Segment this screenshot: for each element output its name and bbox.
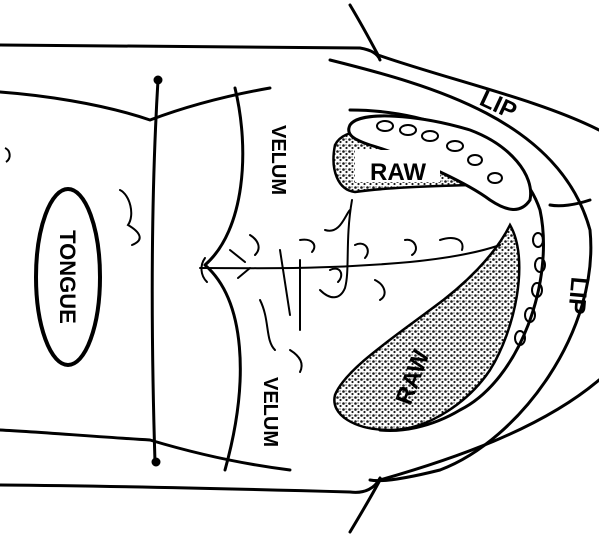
- cheek-line-upper: [0, 45, 380, 60]
- suture-bar-top-knot: [155, 77, 161, 83]
- velum-curve: [205, 88, 243, 470]
- lip-label-upper: LIP: [476, 85, 521, 125]
- stitch-mark: [533, 233, 543, 247]
- cheek-line-lower: [0, 478, 380, 492]
- suture-bar-bottom-knot: [153, 459, 159, 465]
- suture-bar: [152, 80, 158, 462]
- raw-label-upper: RAW: [370, 159, 426, 186]
- raw-region-lower: [334, 225, 519, 430]
- lip-divider: [550, 200, 590, 206]
- edge-mark: [5, 148, 10, 162]
- tongue-outline-lower: [0, 430, 290, 470]
- velum-label-lower: VELUM: [259, 377, 281, 447]
- lip-label-lower: LIP: [562, 276, 592, 316]
- tongue-label: TONGUE: [55, 230, 80, 324]
- tongue-outline-upper: [0, 88, 270, 120]
- velum-label-upper: VELUM: [267, 125, 289, 195]
